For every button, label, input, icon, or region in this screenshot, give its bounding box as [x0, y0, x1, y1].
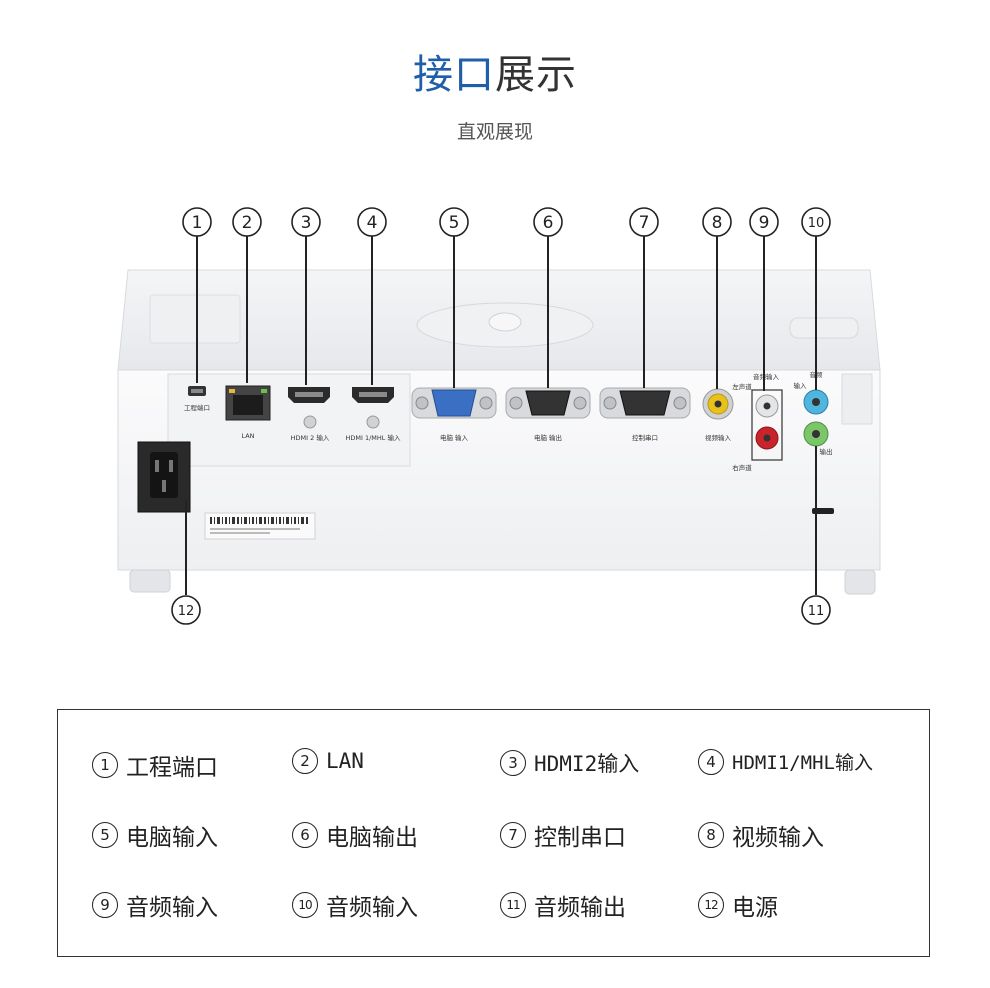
svg-text:10: 10	[808, 216, 825, 231]
legend-item-7: 7 控制串口	[500, 818, 626, 852]
audio-lr-box	[751, 389, 783, 461]
svg-text:6: 6	[543, 213, 554, 233]
title-rest: 展示	[495, 52, 577, 98]
panel-label-10-out: 输出	[820, 447, 833, 456]
legend-label: 电源	[732, 895, 778, 921]
legend-num: 6	[292, 822, 318, 848]
panel-label-9-top: 音频输入	[753, 372, 780, 381]
legend-label: 视频输入	[732, 825, 824, 851]
callout-6: 6	[533, 207, 563, 237]
legend-num: 3	[500, 750, 526, 776]
legend-item-9: 9 音频输入	[92, 888, 218, 922]
barcode-sticker	[204, 512, 316, 540]
legend-label: 音频输出	[534, 895, 626, 921]
page-title: 接口展示	[0, 42, 990, 100]
legend-label: 音频输入	[326, 895, 418, 921]
legend-label: 控制串口	[534, 825, 626, 851]
svg-text:7: 7	[639, 213, 650, 233]
callout-11: 11	[801, 595, 831, 625]
legend-num: 9	[92, 892, 118, 918]
svg-text:5: 5	[449, 213, 460, 233]
legend-item-8: 8 视频输入	[698, 818, 824, 852]
panel-label-4: HDMI 1/MHL 输入	[346, 433, 401, 442]
callout-7: 7	[629, 207, 659, 237]
callout-10: 10	[801, 207, 831, 237]
svg-text:3: 3	[301, 213, 312, 233]
logo-area	[149, 294, 241, 344]
legend-item-2: 2 LAN	[292, 748, 364, 774]
legend-num: 1	[92, 752, 118, 778]
panel-label-8: 视频输入	[705, 433, 732, 442]
panel-label-5: 电脑 输入	[440, 433, 469, 442]
panel-label-9-left: 左声道	[732, 382, 752, 391]
svg-text:4: 4	[367, 213, 378, 233]
legend-item-5: 5 电脑输入	[92, 818, 218, 852]
legend-label: 工程端口	[126, 755, 218, 781]
svg-text:9: 9	[759, 213, 770, 233]
callout-12: 12	[171, 595, 201, 625]
callout-5: 5	[439, 207, 469, 237]
legend-item-10: 10 音频输入	[292, 888, 418, 922]
legend-label: HDMI2输入	[534, 752, 640, 776]
svg-text:1: 1	[192, 213, 203, 233]
panel-label-1: 工程端口	[184, 403, 210, 412]
panel-label-6: 电脑 输出	[534, 433, 562, 442]
legend-num: 11	[500, 892, 526, 918]
projector-rear-panel: 工程端口 LAN HDMI 2 输入 HDMI 1/MHL 输入 电脑 输入 电…	[117, 207, 881, 625]
barcode-icon	[210, 517, 308, 524]
legend-num: 2	[292, 748, 318, 774]
legend-item-1: 1 工程端口	[92, 748, 218, 782]
legend-item-3: 3 HDMI2输入	[500, 748, 639, 778]
legend-item-4: 4 HDMI1/MHL输入	[698, 748, 873, 775]
legend-label: HDMI1/MHL输入	[732, 752, 873, 774]
callout-8: 8	[702, 207, 732, 237]
callout-3: 3	[291, 207, 321, 237]
legend-item-6: 6 电脑输出	[292, 818, 418, 852]
panel-label-3: HDMI 2 输入	[291, 433, 330, 442]
panel-label-7: 控制串口	[632, 433, 658, 442]
foot-left	[129, 569, 171, 593]
vga-in-port	[431, 389, 477, 417]
title-accent: 接口	[413, 52, 495, 98]
legend-label: 电脑输入	[126, 825, 218, 851]
panel-label-9-right: 右声道	[732, 463, 752, 472]
callout-1: 1	[182, 207, 212, 237]
callout-2: 2	[232, 207, 262, 237]
legend-num: 4	[698, 748, 724, 775]
rs232-port	[619, 390, 671, 416]
legend-num: 8	[698, 822, 724, 848]
vga-out-port	[525, 390, 571, 416]
callout-9: 9	[749, 207, 779, 237]
svg-text:8: 8	[712, 213, 723, 233]
legend-num: 10	[292, 892, 318, 918]
panel-label-2: LAN	[241, 432, 254, 440]
svg-text:2: 2	[242, 213, 253, 233]
legend-num: 5	[92, 822, 118, 848]
legend-item-11: 11 音频输出	[500, 888, 626, 922]
panel-label-10-in: 输入	[794, 381, 808, 390]
legend-item-12: 12 电源	[698, 888, 778, 922]
page-subtitle: 直观展现	[456, 121, 533, 143]
svg-text:11: 11	[808, 604, 825, 619]
legend-num: 12	[698, 892, 724, 918]
legend-box: 1 工程端口 2 LAN 3 HDMI2输入 4 HDMI1/MHL输入 5 电…	[57, 709, 930, 957]
callout-4: 4	[357, 207, 387, 237]
legend-num: 7	[500, 822, 526, 848]
security-slot	[812, 508, 834, 514]
svg-text:12: 12	[178, 604, 195, 619]
legend-label: LAN	[326, 749, 364, 773]
foot-right	[844, 569, 876, 595]
legend-label: 电脑输出	[326, 825, 418, 851]
legend-label: 音频输入	[126, 895, 218, 921]
